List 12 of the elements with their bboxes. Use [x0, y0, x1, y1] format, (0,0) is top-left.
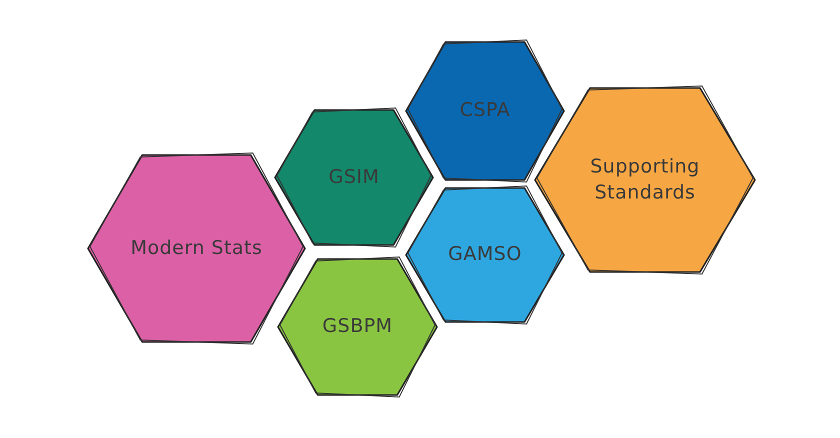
hexagon: [275, 110, 433, 245]
hexagon-label: CSPA: [458, 98, 512, 124]
hexagon: [278, 259, 437, 395]
hexagon-label: Modern Stats: [130, 236, 264, 261]
hexagon: [535, 88, 755, 272]
hexagon-label: GSBPM: [321, 314, 394, 340]
hexagon-label: Supporting Standards: [589, 154, 701, 205]
hexagon: [88, 155, 305, 342]
hexagon-label: GSIM: [328, 164, 380, 190]
hexagon-label: GAMSO: [447, 242, 523, 268]
hexagon: [406, 42, 564, 180]
hexagon: [406, 188, 564, 322]
